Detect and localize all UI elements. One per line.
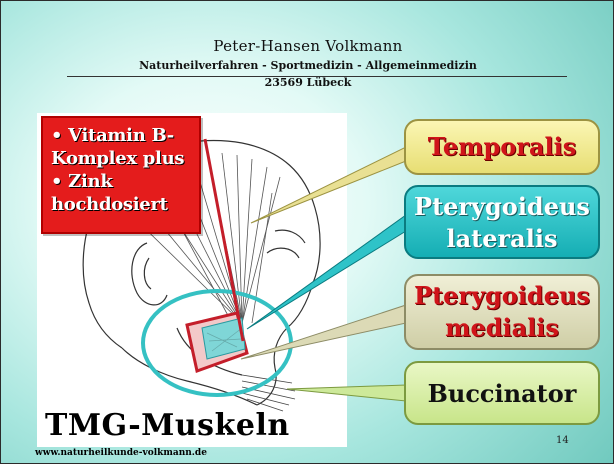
temporalis-text: Temporalis <box>406 132 598 162</box>
label-pterygoideus-lateralis: Pterygoideus lateralis <box>404 185 600 259</box>
author-city: 23569 Lübeck <box>1 76 614 89</box>
label-buccinator: Buccinator <box>404 361 600 425</box>
header: Peter-Hansen Volkmann Naturheilverfahren… <box>1 37 614 89</box>
lateralis-text-1: Pterygoideus <box>406 192 598 222</box>
label-temporalis: Temporalis <box>404 119 600 175</box>
website-link[interactable]: www.naturheilkunde-volkmann.de <box>35 448 207 458</box>
vitamin-line-2: Komplex plus <box>51 147 195 170</box>
medialis-text-2: medialis <box>406 313 598 343</box>
illustration-title: TMG-Muskeln <box>45 408 290 443</box>
medialis-text-1: Pterygoideus <box>406 281 598 311</box>
author-specialties: Naturheilverfahren - Sportmedizin - Allg… <box>1 59 614 72</box>
page-number: 14 <box>556 435 569 446</box>
vitamin-line-1: • Vitamin B- <box>51 124 195 147</box>
vitamin-line-4: hochdosiert <box>51 193 195 216</box>
header-divider <box>67 76 567 77</box>
author-name: Peter-Hansen Volkmann <box>1 37 614 55</box>
vitamin-line-3: • Zink <box>51 170 195 193</box>
lateralis-text-2: lateralis <box>406 224 598 254</box>
label-pterygoideus-medialis: Pterygoideus medialis <box>404 274 600 350</box>
vitamin-callout: • Vitamin B- Komplex plus • Zink hochdos… <box>41 116 201 234</box>
buccinator-text: Buccinator <box>406 379 598 409</box>
